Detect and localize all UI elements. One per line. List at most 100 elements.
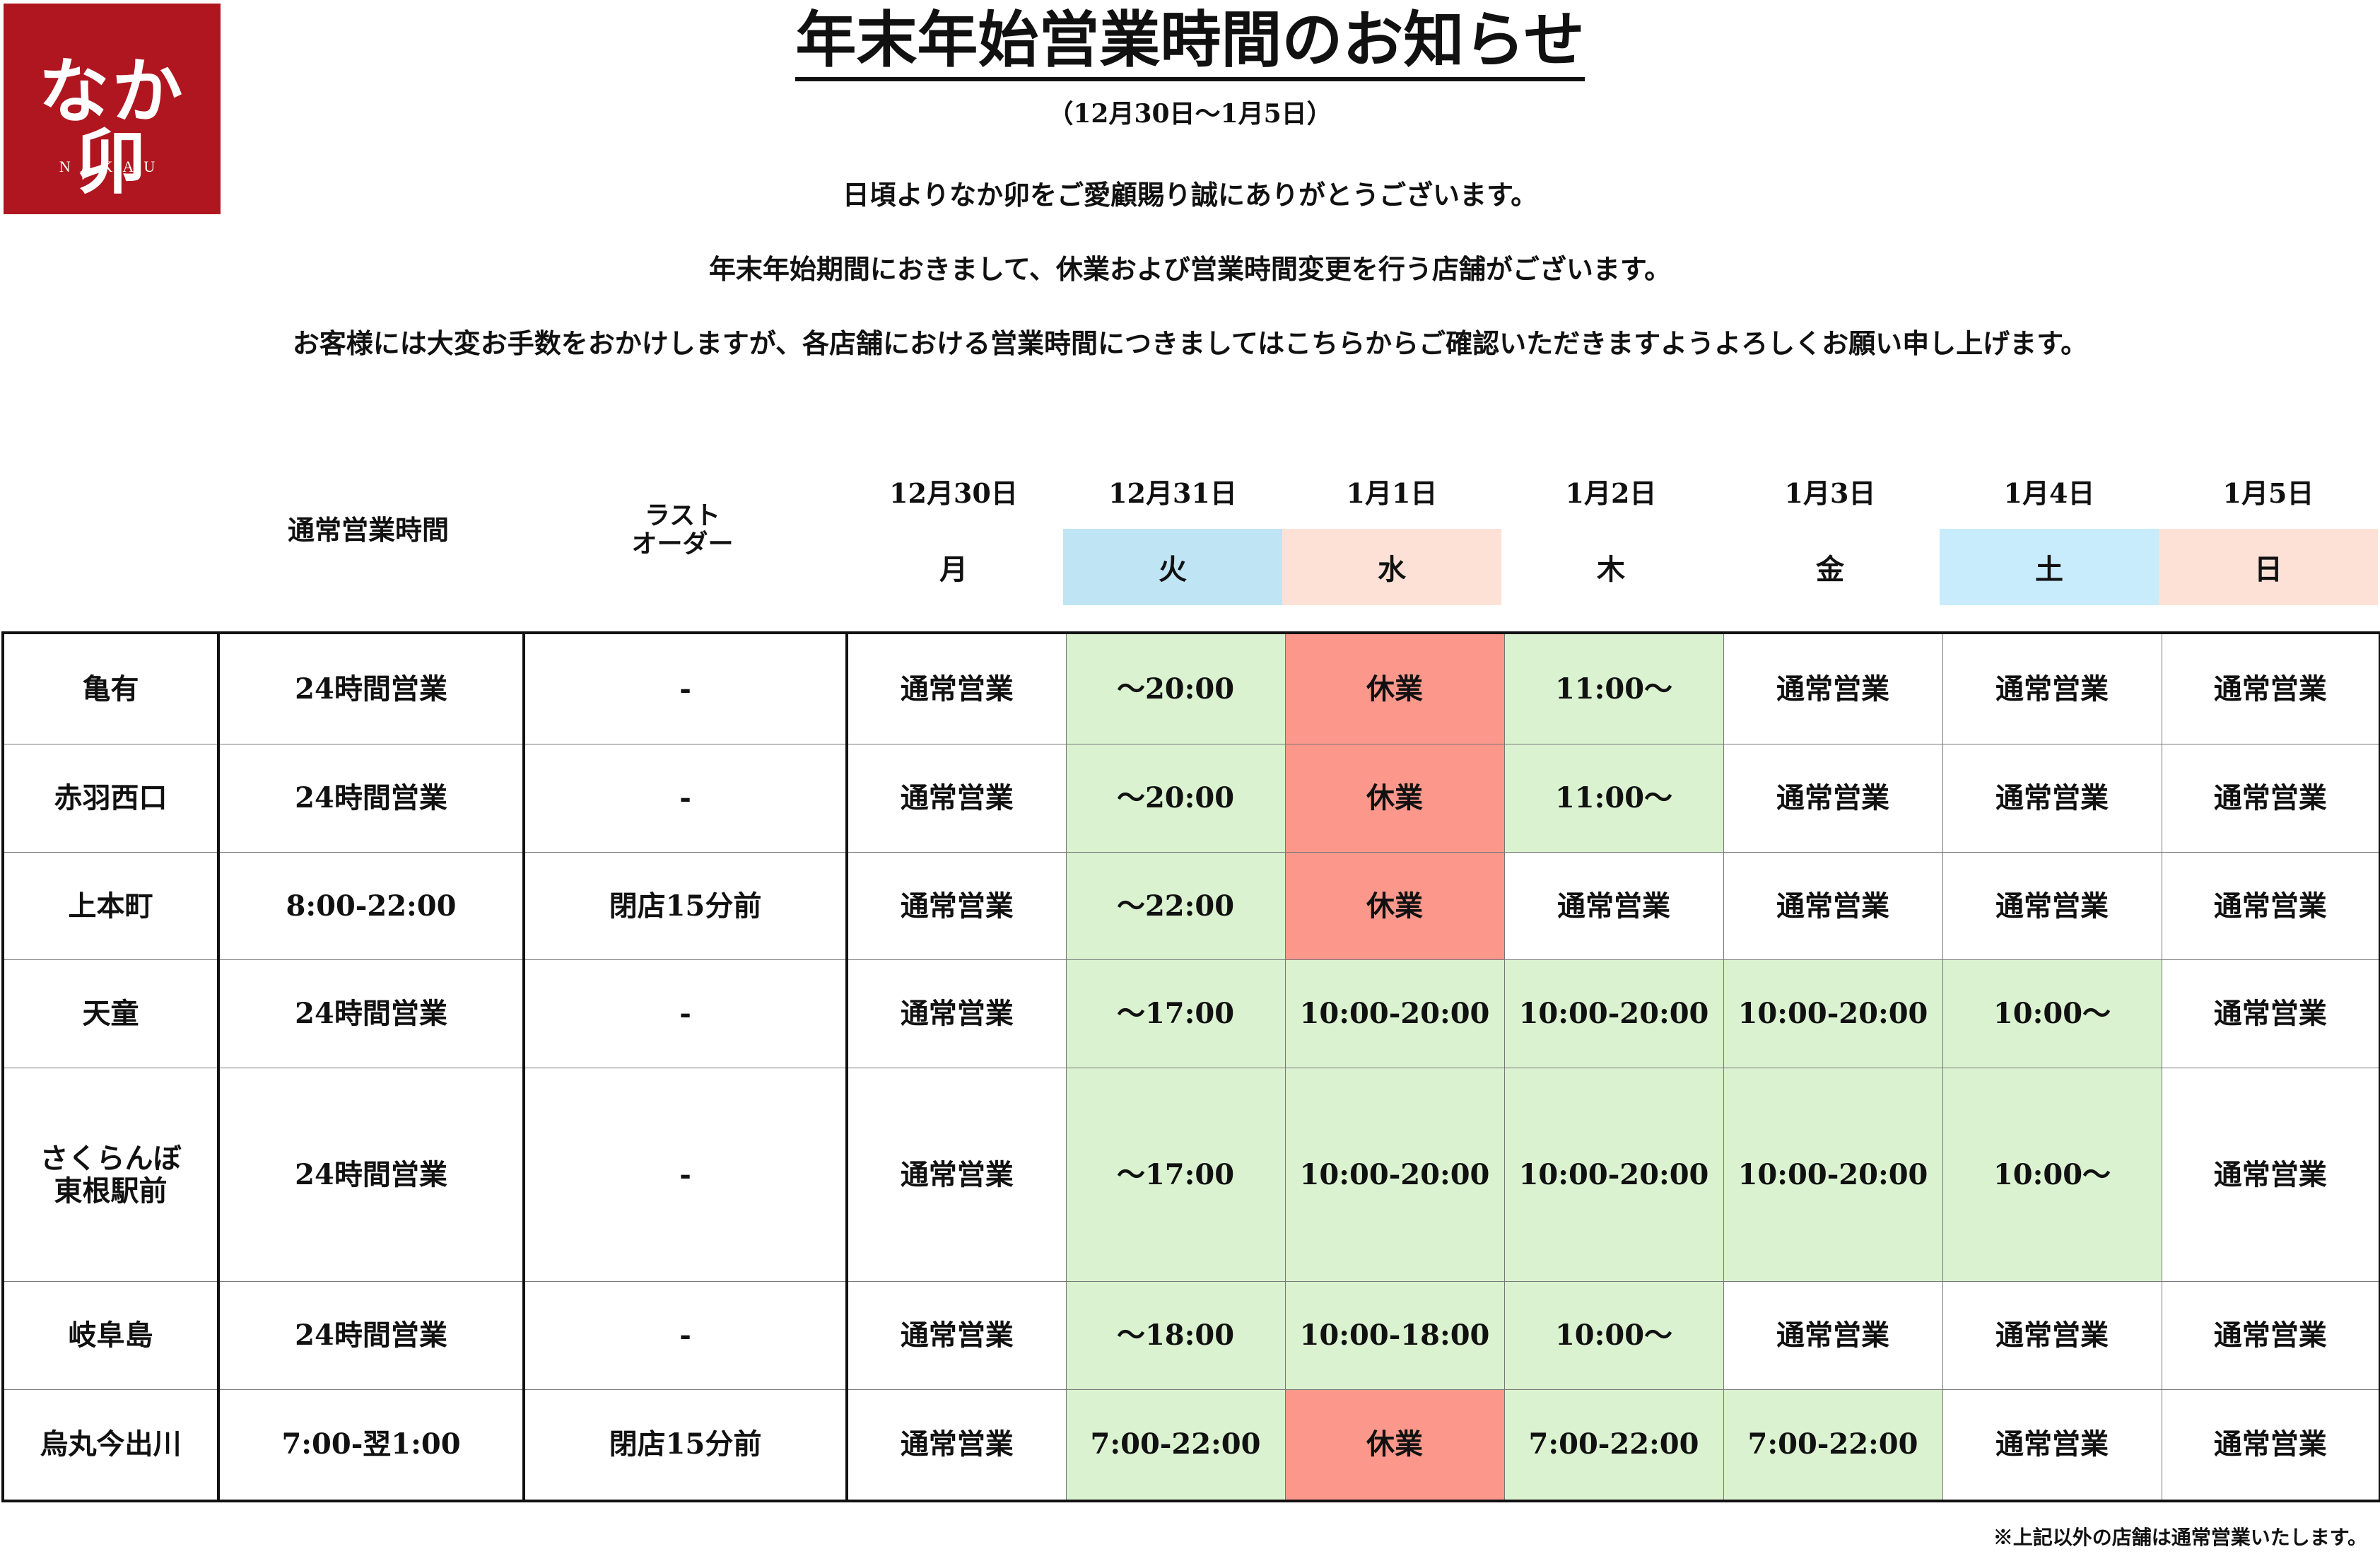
logo-subtitle: NAKAU [59, 158, 165, 175]
period-text: （12月30日～1月5日） [1048, 99, 1332, 129]
header-last-order: ラスト オーダー [631, 501, 734, 559]
normal-hours-cell: 7:00-翌1:00 [218, 1389, 525, 1502]
last-order-cell: 閉店15分前 [523, 1389, 848, 1502]
store-name: 烏丸今出川 [2, 1389, 220, 1502]
day-cell: 10:00-18:00 [1284, 1281, 1505, 1390]
day-cell: 通常営業 [2161, 744, 2380, 853]
day-cell: 通常営業 [1942, 1281, 2162, 1390]
date-header: 1月2日 [1565, 477, 1657, 510]
day-cell: 通常営業 [846, 1068, 1067, 1283]
weekday-header: 火 [1063, 529, 1282, 605]
weekday-header: 水 [1282, 529, 1501, 605]
day-cell: 通常営業 [846, 744, 1067, 853]
day-cell: 通常営業 [1723, 632, 1943, 745]
footnote: ※上記以外の店舗は通常営業いたします。 [1993, 1526, 2367, 1549]
day-cell: 通常営業 [846, 632, 1067, 745]
day-cell: 10:00～ [1503, 1281, 1724, 1390]
day-cell: 11:00～ [1503, 632, 1724, 745]
day-cell: ～18:00 [1065, 1281, 1286, 1390]
day-cell: ～17:00 [1065, 1068, 1286, 1283]
logo-mark: なか卯 [38, 50, 186, 204]
day-cell: 通常営業 [1723, 851, 1943, 961]
day-cell-closed: 休業 [1284, 744, 1505, 853]
day-cell: 通常営業 [846, 959, 1067, 1069]
store-name: 赤羽西口 [2, 744, 220, 853]
day-cell: 通常営業 [2161, 959, 2380, 1069]
last-order-cell: - [523, 1068, 848, 1283]
day-cell: ～20:00 [1065, 632, 1286, 745]
date-header: 12月31日 [1108, 477, 1237, 510]
normal-hours-cell: 8:00-22:00 [218, 851, 525, 961]
day-cell: 10:00～ [1942, 959, 2162, 1069]
nakau-logo: なか卯 NAKAU [4, 4, 221, 214]
date-header: 1月3日 [1784, 477, 1876, 510]
last-order-cell: 閉店15分前 [523, 851, 848, 961]
day-cell: 通常営業 [846, 1281, 1067, 1390]
day-cell: 7:00-22:00 [1723, 1389, 1943, 1502]
store-name: さくらんぼ 東根駅前 [2, 1068, 220, 1283]
day-cell: ～17:00 [1065, 959, 1286, 1069]
day-cell: 通常営業 [1942, 851, 2162, 961]
message-line-3: お客様には大変お手数をおかけしますが、各店舗における営業時間につきましてはこちら… [292, 327, 2088, 359]
last-order-cell: - [523, 1281, 848, 1390]
day-cell: 10:00-20:00 [1284, 959, 1505, 1069]
last-order-cell: - [523, 632, 848, 745]
day-cell: 10:00-20:00 [1723, 1068, 1943, 1283]
day-cell: 通常営業 [1503, 851, 1724, 961]
date-header: 1月5日 [2222, 477, 2314, 510]
day-cell-closed: 休業 [1284, 632, 1505, 745]
date-header: 12月30日 [889, 477, 1018, 510]
normal-hours-cell: 24時間営業 [218, 1281, 525, 1390]
day-cell: 7:00-22:00 [1503, 1389, 1724, 1502]
day-cell: 通常営業 [1942, 632, 2162, 745]
day-cell: 通常営業 [1942, 744, 2162, 853]
day-cell: 10:00-20:00 [1284, 1068, 1505, 1283]
day-cell: 通常営業 [2161, 1389, 2380, 1502]
day-cell: ～20:00 [1065, 744, 1286, 853]
day-cell: 通常営業 [846, 851, 1067, 961]
day-cell: 通常営業 [1723, 1281, 1943, 1390]
day-cell: 10:00～ [1942, 1068, 2162, 1283]
day-cell: 11:00～ [1503, 744, 1724, 853]
normal-hours-cell: 24時間営業 [218, 1068, 525, 1283]
day-cell: 通常営業 [1942, 1389, 2162, 1502]
header-normal-hours: 通常営業時間 [287, 514, 449, 547]
message-line-2: 年末年始期間におきまして、休業および営業時間変更を行う店舗がございます。 [708, 253, 1672, 285]
day-cell: 通常営業 [846, 1389, 1067, 1502]
last-order-cell: - [523, 959, 848, 1069]
date-header: 1月1日 [1346, 477, 1438, 510]
store-name: 亀有 [2, 632, 220, 745]
weekday-header: 月 [939, 553, 968, 586]
day-cell: ～22:00 [1065, 851, 1286, 961]
day-cell: 通常営業 [1723, 744, 1943, 853]
day-cell: 7:00-22:00 [1065, 1389, 1286, 1502]
normal-hours-cell: 24時間営業 [218, 632, 525, 745]
day-cell-closed: 休業 [1284, 1389, 1505, 1502]
weekday-header: 土 [1940, 529, 2159, 605]
weekday-header: 金 [1816, 553, 1844, 586]
weekday-header: 木 [1597, 553, 1625, 586]
weekday-header: 日 [2159, 529, 2378, 605]
day-cell: 通常営業 [2161, 632, 2380, 745]
day-cell: 通常営業 [2161, 851, 2380, 961]
day-cell: 10:00-20:00 [1723, 959, 1943, 1069]
page-title: 年末年始営業時間のお知らせ [0, 1, 2380, 81]
last-order-cell: - [523, 744, 848, 853]
store-name: 天童 [2, 959, 220, 1069]
normal-hours-cell: 24時間営業 [218, 744, 525, 853]
message-line-1: 日頃よりなか卯をご愛顧賜り誠にありがとうございます。 [842, 179, 1538, 211]
day-cell-closed: 休業 [1284, 851, 1505, 961]
store-name: 上本町 [2, 851, 220, 961]
day-cell: 通常営業 [2161, 1068, 2380, 1283]
normal-hours-cell: 24時間営業 [218, 959, 525, 1069]
date-header: 1月4日 [2003, 477, 2095, 510]
day-cell: 10:00-20:00 [1503, 959, 1724, 1069]
day-cell: 10:00-20:00 [1503, 1068, 1724, 1283]
